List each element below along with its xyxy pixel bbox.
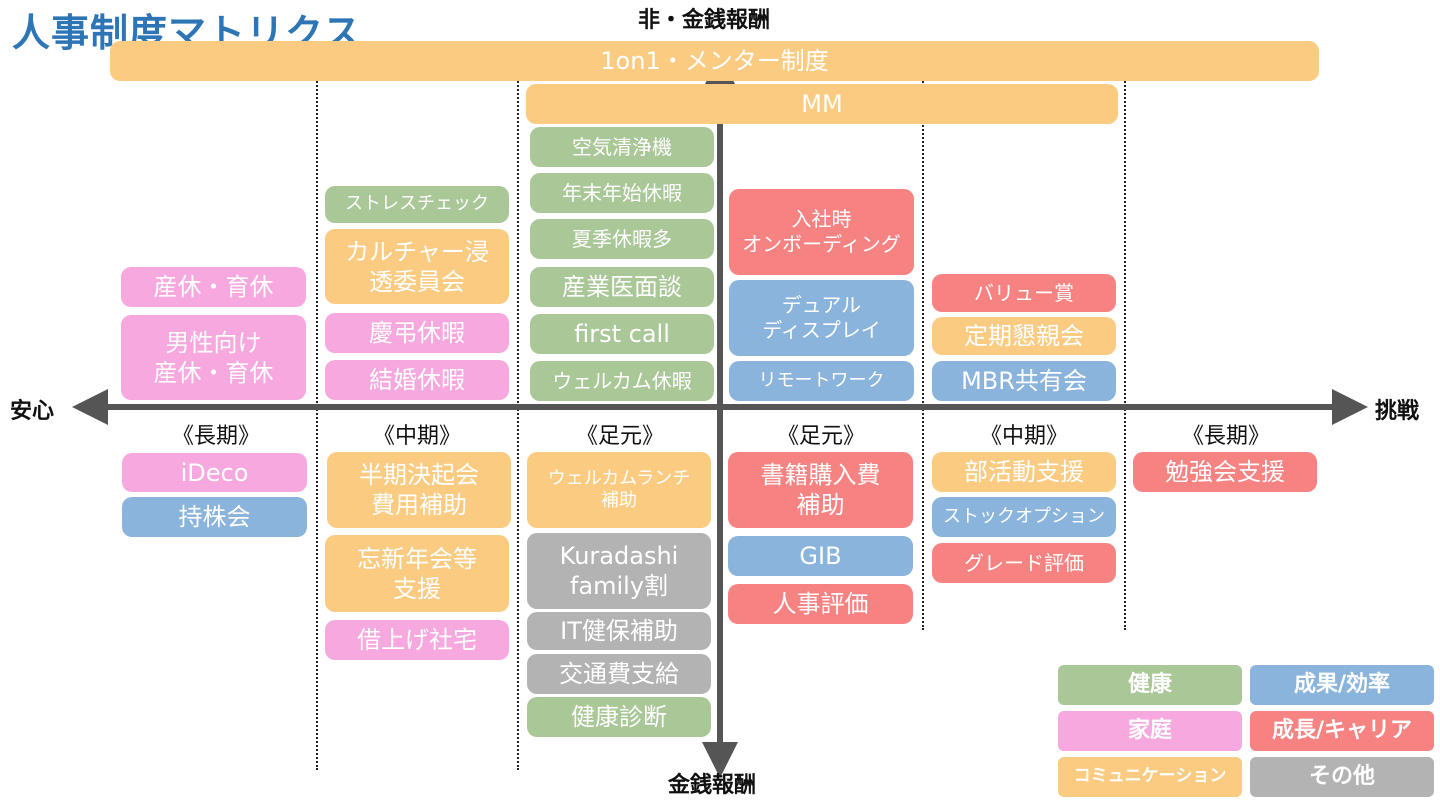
policy-box: 書籍購入費 補助 [728, 452, 913, 528]
policy-box: ストックオプション [932, 497, 1116, 537]
policy-box: 結婚休暇 [325, 360, 509, 400]
policy-box: 夏季休暇多 [530, 219, 714, 259]
policy-box: 年末年始休暇 [530, 173, 714, 213]
policy-box: MBR共有会 [932, 361, 1116, 401]
axis-label-bottom: 金銭報酬 [668, 773, 757, 798]
policy-box: first call [530, 314, 714, 354]
policy-box: バリュー賞 [932, 274, 1116, 312]
policy-box: グレード評価 [932, 543, 1116, 583]
policy-box: デュアル ディスプレイ [729, 280, 914, 356]
policy-box: 男性向け 産休・育休 [121, 315, 306, 400]
legend-growth: 成長/キャリア [1250, 711, 1434, 751]
column-divider [1124, 50, 1126, 630]
policy-box: ウェルカムランチ 補助 [527, 452, 711, 528]
policy-box: Kuradashi family割 [527, 533, 711, 609]
axis-label-right: 挑戦 [1375, 399, 1420, 424]
policy-box: IT健保補助 [527, 612, 711, 650]
policy-box: 交通費支給 [527, 654, 711, 694]
legend-result: 成果/効率 [1250, 665, 1434, 705]
policy-box: 人事評価 [728, 584, 913, 624]
period-label: 《中期》 [372, 424, 461, 449]
policy-box: ストレスチェック [325, 186, 509, 223]
period-label: 《足元》 [575, 424, 664, 449]
axis-label-left: 安心 [10, 399, 55, 424]
policy-box: 持株会 [122, 497, 307, 537]
policy-box: iDeco [122, 453, 307, 492]
period-label: 《中期》 [979, 424, 1068, 449]
policy-box: GIB [728, 536, 913, 576]
policy-box: ウェルカム休暇 [530, 361, 714, 401]
policy-box: 定期懇親会 [932, 317, 1116, 355]
policy-box: 忘新年会等 支援 [325, 535, 509, 612]
legend-communication: コミュニケーション [1058, 757, 1242, 797]
policy-box: 産休・育休 [121, 267, 306, 307]
policy-box: 部活動支援 [932, 452, 1116, 492]
policy-box: 入社時 オンボーディング [729, 189, 914, 275]
policy-box: 半期決起会 費用補助 [327, 452, 511, 528]
policy-box: 健康診断 [527, 697, 711, 737]
period-label: 《長期》 [171, 424, 260, 449]
policy-box: 慶弔休暇 [325, 313, 509, 353]
policy-box: 勉強会支援 [1133, 452, 1317, 492]
legend-family: 家庭 [1058, 711, 1242, 751]
policy-box: 産業医面談 [530, 267, 714, 307]
policy-box: カルチャー浸 透委員会 [325, 229, 509, 304]
policy-box: リモートワーク [729, 361, 914, 401]
policy-box: 空気清浄機 [530, 127, 714, 167]
mm-box: MM [526, 84, 1118, 124]
column-divider [922, 50, 924, 630]
period-label: 《足元》 [776, 424, 865, 449]
legend-other: その他 [1250, 757, 1434, 797]
legend-health: 健康 [1058, 665, 1242, 705]
policy-box: 借上げ社宅 [325, 620, 509, 660]
period-label: 《長期》 [1181, 424, 1270, 449]
mentor-program-box: 1on1・メンター制度 [110, 41, 1319, 81]
axis-label-top: 非・金銭報酬 [638, 8, 771, 33]
